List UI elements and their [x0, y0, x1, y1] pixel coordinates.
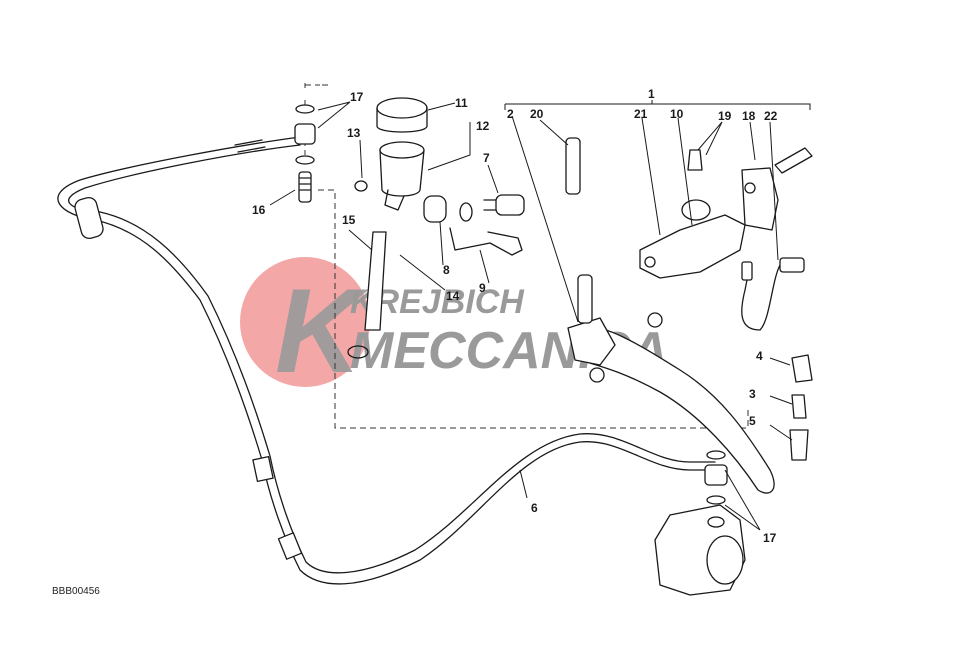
washer-bottom-2: [706, 495, 726, 505]
bleed-screw-19: [687, 149, 703, 171]
callout-19: 19: [718, 109, 732, 123]
reservoir-body: [379, 149, 425, 197]
callout-5: 5: [749, 414, 756, 428]
master-cylinder-bore: [681, 199, 711, 221]
callout-17-bottom: 17: [763, 531, 777, 545]
slave-cylinder-port: [707, 516, 725, 528]
callout-11: 11: [455, 96, 468, 110]
callout-20: 20: [530, 107, 544, 121]
clutch-lever: [577, 325, 775, 494]
screw-7: [495, 194, 525, 216]
washer-top-1: [295, 104, 315, 114]
callout-22: 22: [764, 109, 778, 123]
callout-12: 12: [476, 119, 490, 133]
reservoir-cap: [376, 97, 428, 119]
leaders: [269, 101, 793, 531]
washer-top-2: [295, 155, 315, 165]
callout-21: 21: [634, 107, 648, 121]
washer-bottom-1: [706, 450, 726, 460]
lever-knob: [589, 367, 605, 383]
callout-1: 1: [648, 87, 655, 101]
pin-20: [565, 137, 581, 195]
banjo-bolt-thread: [299, 177, 311, 191]
callout-2: 2: [507, 107, 514, 121]
watermark-letter: K: [275, 264, 369, 398]
hose-sleeve-2: [277, 532, 303, 560]
lever-pivot-block: [567, 317, 616, 366]
callout-4: 4: [756, 349, 763, 363]
master-cylinder-body: [639, 214, 746, 279]
switch-plug: [741, 261, 753, 281]
callout-3: 3: [749, 387, 756, 401]
callout-8: 8: [443, 263, 450, 277]
slave-cylinder-bore: [706, 535, 744, 585]
callout-16: 16: [252, 203, 266, 217]
bracket-item-1: [504, 100, 811, 110]
callout-10: 10: [670, 107, 684, 121]
fitting-5: [789, 429, 809, 461]
callout-6: 6: [531, 501, 538, 515]
lever-adjuster: [577, 274, 593, 324]
lever-nut: [647, 312, 663, 328]
hose-clamp: [347, 345, 369, 359]
screw-7-shaft: [483, 199, 497, 211]
reservoir-cap-side: [376, 107, 428, 133]
hose-line-outer: [68, 144, 716, 574]
master-cylinder-clamp: [741, 167, 779, 231]
hose-grommet: [74, 196, 104, 240]
watermark-circle: [240, 257, 370, 387]
callout-18: 18: [742, 109, 756, 123]
callout-15: 15: [342, 213, 356, 227]
bracket-9: [449, 227, 523, 256]
fitting-4: [791, 354, 813, 383]
clamp-bolt-18: [774, 147, 813, 174]
switch-wire-22: [741, 264, 781, 331]
reservoir-bracket: [384, 189, 405, 211]
reservoir-rim: [379, 141, 425, 159]
reservoir-nut: [354, 180, 368, 192]
callout-9: 9: [479, 281, 486, 295]
master-cylinder-pivot: [644, 256, 656, 268]
banjo-bolt: [298, 171, 312, 203]
washer-8: [459, 202, 473, 222]
drawing-code: BBB00456: [52, 586, 100, 597]
fitting-3: [791, 394, 807, 419]
grommet-8: [423, 195, 447, 223]
callout-7: 7: [483, 151, 490, 165]
switch-connector: [779, 257, 805, 273]
hose-sleeve-1: [252, 455, 274, 483]
callout-17-top: 17: [350, 90, 364, 104]
banjo-fitting-top: [294, 123, 316, 145]
callout-14: 14: [446, 289, 460, 303]
hose-end-fitting: [234, 139, 266, 153]
clamp-hole: [744, 182, 756, 194]
banjo-fitting-bottom: [704, 464, 728, 486]
callout-13: 13: [347, 126, 361, 140]
reservoir-hose: [364, 231, 387, 331]
